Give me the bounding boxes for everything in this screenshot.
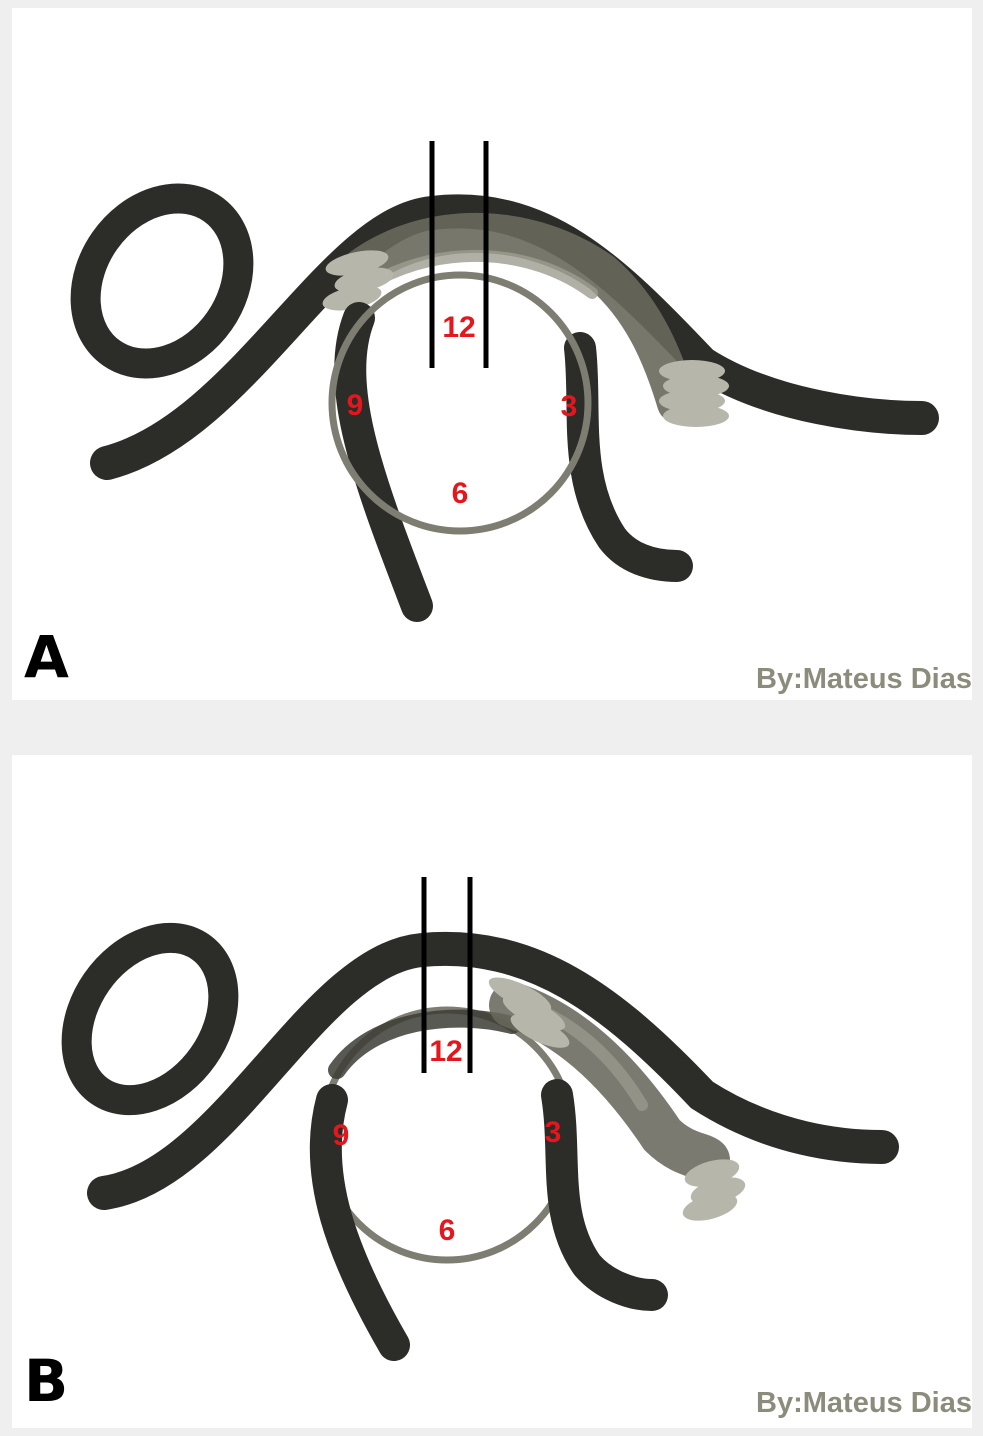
clock-label-6: 6 [452,477,469,510]
clock-label-12: 12 [442,311,475,344]
clock-label-3: 3 [545,1116,562,1149]
clock-label-9: 9 [333,1119,350,1152]
fimbria-right [659,360,729,427]
panel-a: 12 3 6 9 A By:Mateus Dias [12,8,972,700]
clock-label-9: 9 [347,389,364,422]
credit-b: By:Mateus Dias [756,1389,972,1418]
diagram-a: 12 3 6 9 [12,8,972,700]
panel-letter-b: B [24,1352,68,1410]
panel-letter-a: A [24,628,69,686]
diagram-b: 12 3 6 9 [12,755,972,1428]
left-leg [350,318,417,606]
panel-b: 12 3 6 9 B By:Mateus Dias [12,755,972,1428]
clock-label-3: 3 [561,390,578,423]
credit-a: By:Mateus Dias [756,665,972,694]
clock-label-12: 12 [429,1035,462,1068]
clock-label-6: 6 [439,1214,456,1247]
